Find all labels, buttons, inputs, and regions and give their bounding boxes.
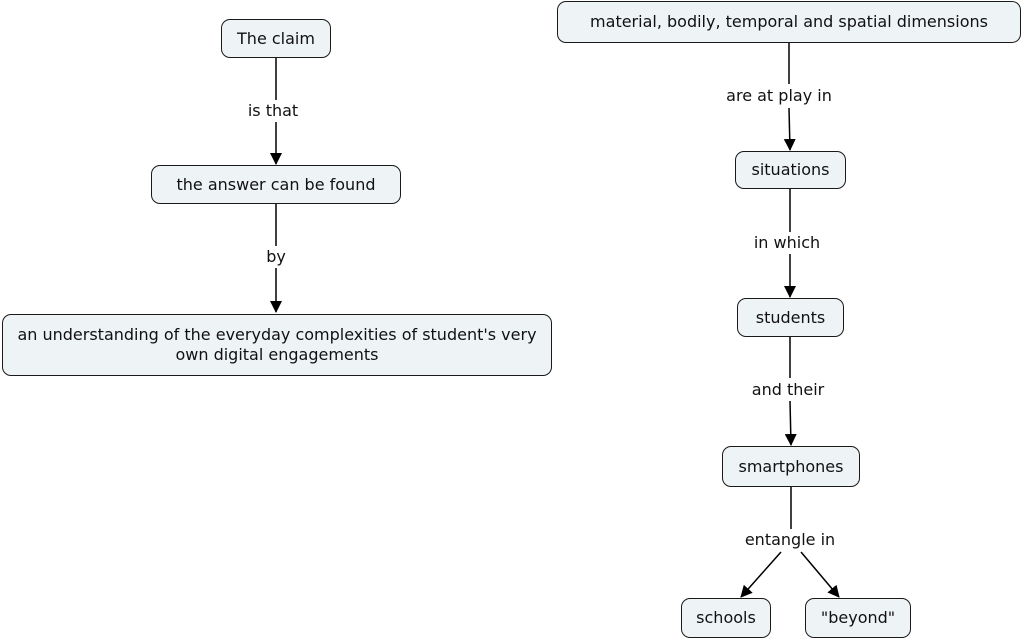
node-schools[interactable]: schools	[681, 598, 771, 638]
node-situations[interactable]: situations	[735, 151, 846, 189]
node-dimensions[interactable]: material, bodily, temporal and spatial d…	[557, 1, 1021, 43]
connector-label-to-smartphones	[784, 400, 797, 446]
link-label-entangle-in: entangle in	[741, 530, 839, 550]
node-beyond[interactable]: "beyond"	[805, 598, 911, 638]
link-label-by: by	[263, 247, 289, 267]
link-label-and-their: and their	[748, 380, 828, 400]
link-label-is-that: is that	[244, 101, 302, 121]
connector-label-to-schools	[740, 551, 782, 598]
connector-label-to-situations	[783, 107, 796, 151]
node-understanding[interactable]: an understanding of the everyday complex…	[2, 314, 552, 376]
node-the-claim[interactable]: The claim	[221, 19, 331, 58]
node-students[interactable]: students	[737, 298, 844, 337]
link-label-in-which: in which	[750, 233, 824, 253]
connector-label-to-beyond	[800, 551, 840, 598]
node-answer-can-be-found[interactable]: the answer can be found	[151, 165, 401, 204]
link-label-are-at-play-in: are at play in	[723, 86, 835, 106]
node-smartphones[interactable]: smartphones	[722, 446, 860, 487]
